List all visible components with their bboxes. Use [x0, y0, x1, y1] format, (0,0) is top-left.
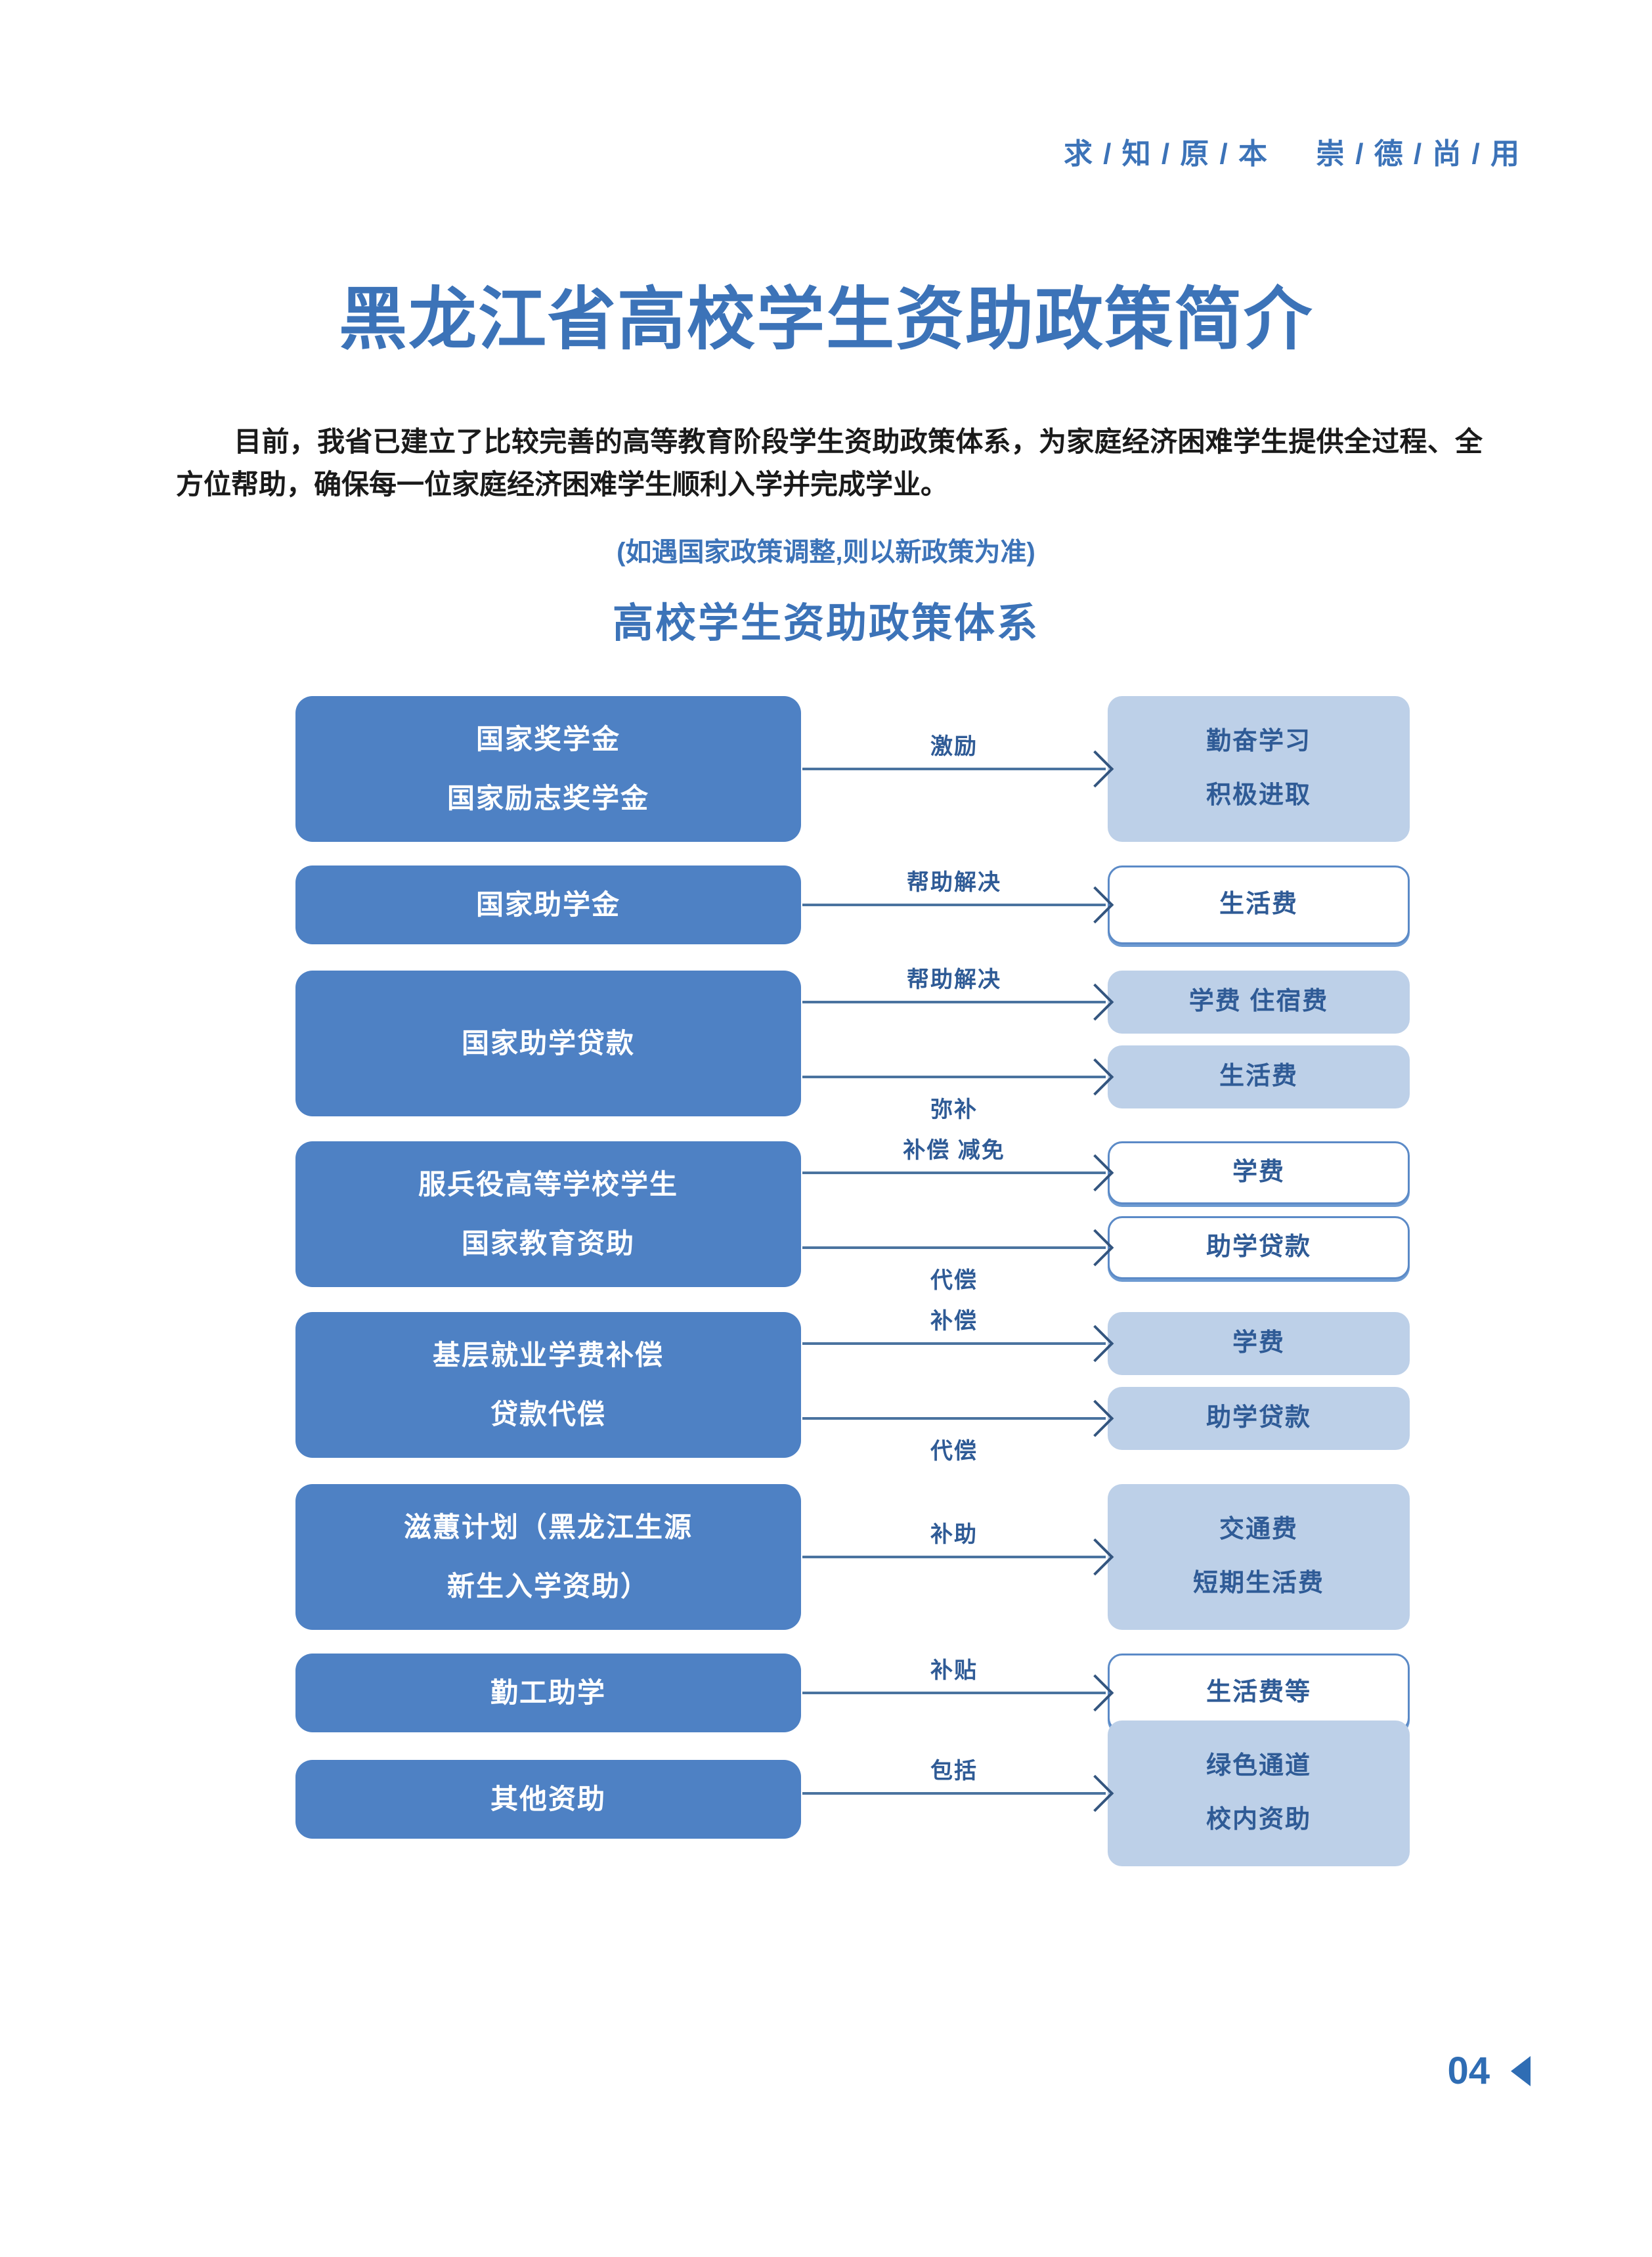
policy-target-label: 助学贷款: [1206, 1233, 1311, 1261]
policy-target-label: 生活费等: [1206, 1678, 1311, 1707]
policy-source-box: 国家助学金: [295, 866, 801, 944]
flow-arrow-label: 补偿 减免: [903, 1138, 1005, 1163]
flow-arrow-icon: [802, 1342, 1106, 1345]
policy-target-label: 学费: [1232, 1158, 1285, 1187]
policy-target-label: 助学贷款: [1206, 1404, 1311, 1432]
policy-target-box: 学费 住宿费: [1108, 971, 1410, 1034]
policy-target-label: 交通费: [1219, 1516, 1298, 1544]
policy-source-label: 国家教育资助: [461, 1228, 635, 1259]
policy-target-box: 助学贷款: [1108, 1387, 1410, 1450]
policy-target-box: 绿色通道校内资助: [1108, 1720, 1410, 1866]
policy-source-label: 贷款代偿: [490, 1399, 606, 1430]
motto-left-text: 求 / 知 / 原 / 本: [1063, 138, 1269, 170]
policy-source-label: 新生入学资助）: [446, 1571, 649, 1602]
flow-arrow-icon: [802, 768, 1106, 770]
policy-source-box: 基层就业学费补偿贷款代偿: [295, 1312, 801, 1458]
policy-target-label: 勤奋学习: [1206, 728, 1311, 756]
triangle-left-icon: [1511, 2055, 1531, 2086]
policy-target-box: 学费: [1108, 1141, 1410, 1204]
intro-text: 目前，我省已建立了比较完善的高等教育阶段学生资助政策体系，为家庭经济困难学生提供…: [176, 426, 1483, 500]
flow-arrow-icon: [802, 1001, 1106, 1003]
policy-target-label: 学费: [1232, 1329, 1285, 1357]
flow-arrow-label: 帮助解决: [907, 870, 1001, 895]
policy-target-box: 生活费: [1108, 1045, 1410, 1108]
policy-source-box: 滋蕙计划（黑龙江生源新生入学资助）: [295, 1484, 801, 1630]
page-title: 黑龙江省高校学生资助政策简介: [338, 282, 1313, 358]
policy-source-label: 国家助学贷款: [461, 1027, 635, 1059]
policy-target-box: 助学贷款: [1108, 1216, 1410, 1279]
flow-arrow-label: 代偿: [930, 1268, 978, 1293]
flow-arrow-icon: [802, 1792, 1106, 1795]
flow-arrow-label: 激励: [930, 734, 978, 759]
policy-target-label: 生活费: [1219, 890, 1298, 919]
flow-arrow-label: 补贴: [930, 1658, 978, 1683]
flow-arrow-icon: [802, 904, 1106, 906]
flow-arrow-icon: [802, 1556, 1106, 1558]
policy-target-box: 交通费短期生活费: [1108, 1484, 1410, 1630]
policy-target-box: 生活费等: [1108, 1654, 1410, 1732]
policy-source-label: 国家助学金: [475, 888, 620, 920]
flow-arrow-label: 包括: [930, 1759, 978, 1784]
policy-source-box: 国家助学贷款: [295, 971, 801, 1116]
policy-source-label: 服兵役高等学校学生: [418, 1168, 678, 1200]
flow-arrow-label: 弥补: [930, 1097, 978, 1122]
policy-target-label: 生活费: [1219, 1063, 1298, 1091]
page-number: 04: [1447, 2049, 1490, 2092]
flow-arrow-label: 补偿: [930, 1309, 978, 1334]
policy-source-box: 服兵役高等学校学生国家教育资助: [295, 1141, 801, 1287]
policy-source-label: 基层就业学费补偿: [432, 1339, 664, 1370]
intro-paragraph: 目前，我省已建立了比较完善的高等教育阶段学生资助政策体系，为家庭经济困难学生提供…: [176, 420, 1483, 506]
policy-target-label: 校内资助: [1206, 1806, 1311, 1833]
flow-arrow-label: 补助: [930, 1522, 978, 1547]
policy-note: (如遇国家政策调整,则以新政策为准): [617, 538, 1035, 567]
policy-target-box: 学费: [1108, 1312, 1410, 1375]
flow-arrow-icon: [802, 1076, 1106, 1078]
policy-source-label: 其他资助: [490, 1783, 606, 1814]
page-footer: 04: [1447, 2049, 1531, 2093]
flow-arrow-label: 帮助解决: [907, 967, 1001, 992]
policy-source-label: 国家励志奖学金: [446, 783, 649, 814]
policy-system-diagram: 国家奖学金国家励志奖学金勤奋学习积极进取激励国家助学金生活费帮助解决国家助学贷款…: [0, 696, 1652, 2003]
header-motto: 求 / 知 / 原 / 本 崇 / 德 / 尚 / 用: [1064, 130, 1521, 172]
policy-target-label: 绿色通道: [1206, 1752, 1311, 1780]
policy-source-label: 滋蕙计划（黑龙江生源: [403, 1511, 693, 1543]
policy-source-label: 国家奖学金: [475, 723, 620, 755]
section-heading: 高校学生资助政策体系: [612, 601, 1039, 646]
flow-arrow-icon: [802, 1417, 1106, 1420]
policy-target-label: 短期生活费: [1192, 1569, 1324, 1597]
policy-source-label: 勤工助学: [490, 1676, 606, 1708]
motto-right-text: 崇 / 德 / 尚 / 用: [1315, 138, 1521, 170]
policy-source-box: 国家奖学金国家励志奖学金: [295, 696, 801, 842]
policy-target-label: 学费 住宿费: [1188, 988, 1329, 1016]
flow-arrow-icon: [802, 1172, 1106, 1174]
flow-arrow-icon: [802, 1692, 1106, 1694]
policy-target-box: 勤奋学习积极进取: [1108, 696, 1410, 842]
policy-target-box: 生活费: [1108, 866, 1410, 944]
policy-source-box: 其他资助: [295, 1760, 801, 1839]
flow-arrow-icon: [802, 1246, 1106, 1249]
policy-target-label: 积极进取: [1206, 781, 1311, 809]
policy-source-box: 勤工助学: [295, 1654, 801, 1732]
flow-arrow-label: 代偿: [930, 1439, 978, 1464]
